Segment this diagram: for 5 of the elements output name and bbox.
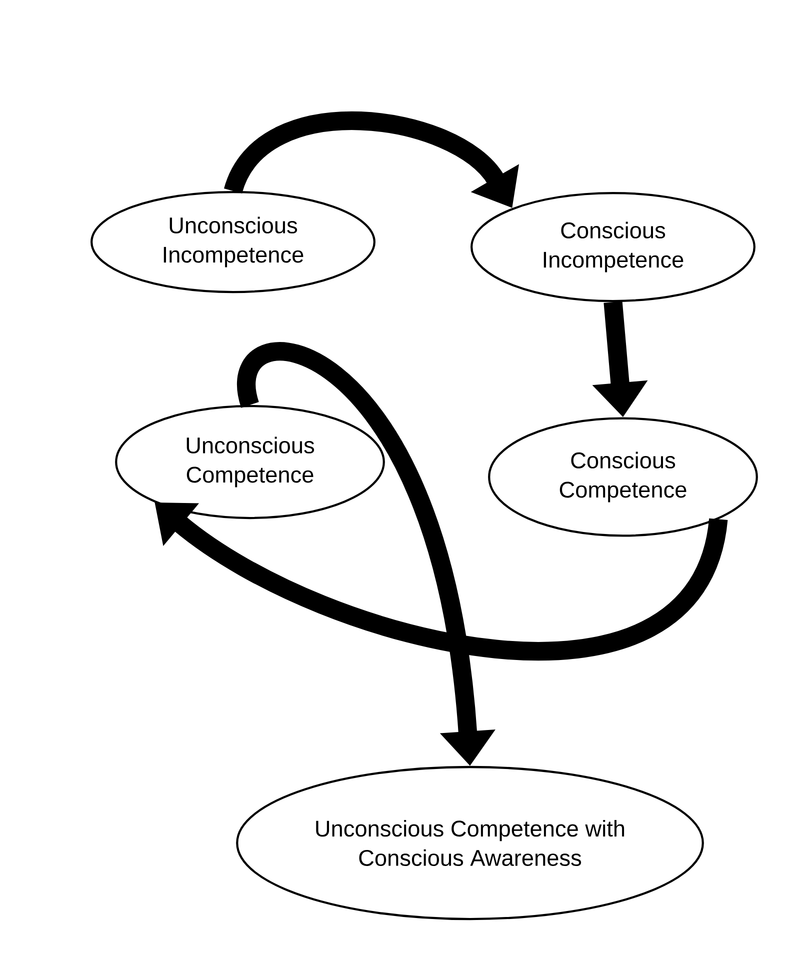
oval-box: Unconscious Competence with Conscious Awareness bbox=[236, 766, 704, 920]
oval-box: Conscious Incompetence bbox=[470, 192, 756, 302]
oval-box: Unconscious Incompetence bbox=[90, 190, 376, 294]
oval-box: Unconscious Competence bbox=[115, 404, 385, 520]
oval-box: Conscious Competence bbox=[488, 417, 758, 537]
